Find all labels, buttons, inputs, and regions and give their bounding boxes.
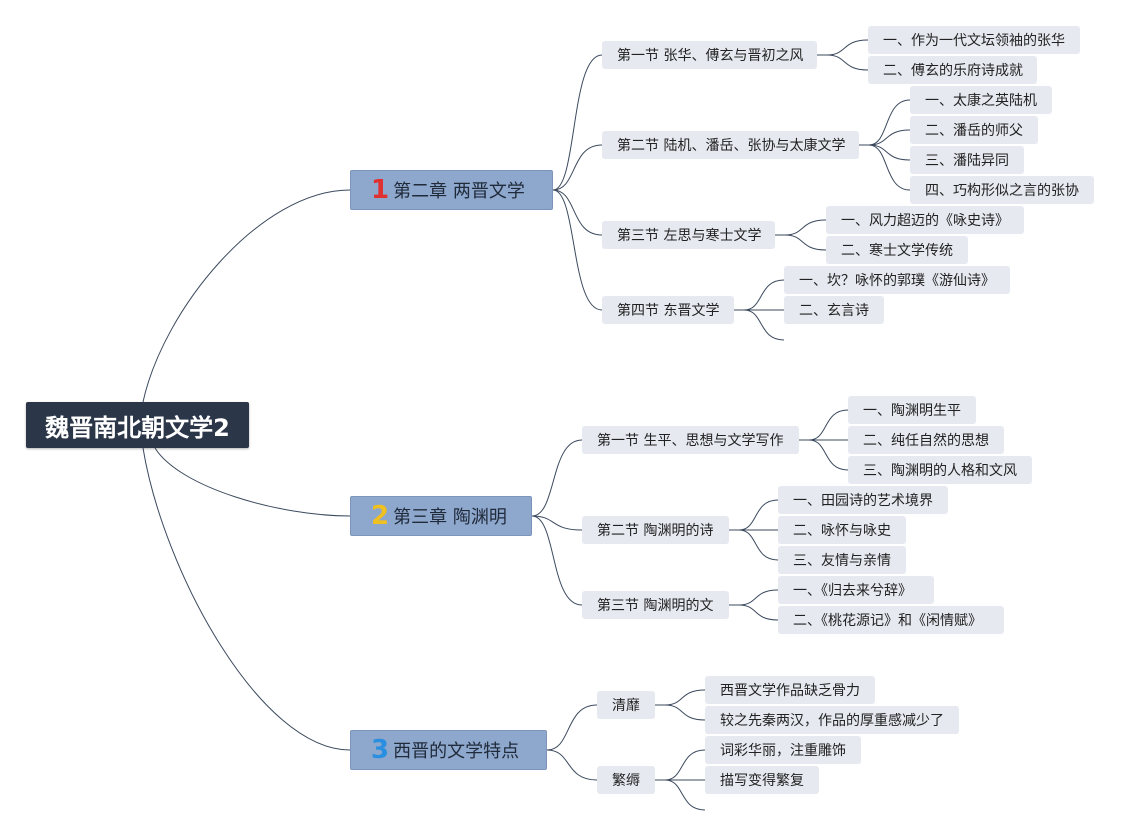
connector-root-chapter: [142, 447, 351, 751]
leaf-topic[interactable]: 二、寒士文学传统: [826, 236, 968, 264]
leaf-topic[interactable]: 一、坎？咏怀的郭璞《游仙诗》: [784, 266, 1010, 294]
leaf-topic[interactable]: 较之先秦两汉，作品的厚重感减少了: [705, 706, 959, 734]
connector-section-leaf: [664, 704, 706, 721]
connector-section-leaf: [738, 529, 779, 561]
leaf-topic[interactable]: 三、陶渊明的人格和文风: [848, 456, 1032, 484]
connector-section-leaf: [868, 144, 911, 191]
chapter-number: 2: [371, 501, 390, 531]
connector-chapter-section: [531, 439, 583, 517]
root-topic[interactable]: 魏晋南北朝文学2: [26, 402, 249, 448]
section-topic[interactable]: 繁缛: [597, 766, 655, 794]
leaf-topic[interactable]: 四、巧构形似之言的张协: [910, 176, 1094, 204]
connector-section-leaf: [826, 54, 869, 71]
section-topic[interactable]: 第四节 东晋文学: [602, 296, 734, 324]
connector-chapter-section: [552, 54, 603, 191]
connector-section-leaf: [664, 779, 706, 811]
connector-section-leaf: [664, 749, 706, 781]
section-topic[interactable]: 第二节 陶渊明的诗: [582, 516, 729, 544]
connector-section-leaf: [808, 409, 849, 441]
connector-chapter-section: [552, 189, 603, 311]
connector-section-leaf: [826, 39, 869, 56]
connector-chapter-section: [546, 704, 598, 751]
leaf-topic[interactable]: 三、潘陆异同: [910, 146, 1024, 174]
section-topic[interactable]: 第三节 陶渊明的文: [582, 591, 729, 619]
leaf-topic[interactable]: 一、作为一代文坛领袖的张华: [868, 26, 1080, 54]
section-topic[interactable]: 第一节 生平、思想与文学写作: [582, 426, 799, 454]
leaf-topic[interactable]: 词彩华丽，注重雕饰: [705, 736, 861, 764]
connector-section-leaf: [784, 234, 827, 251]
chapter-title: 第三章 陶渊明: [393, 507, 507, 528]
connector-chapter-section: [546, 749, 598, 781]
section-topic[interactable]: 清靡: [597, 691, 655, 719]
connector-section-leaf: [743, 309, 785, 341]
leaf-topic[interactable]: 二、《桃花源记》和《闲情赋》: [778, 606, 1004, 634]
section-topic[interactable]: 第三节 左思与寒士文学: [602, 221, 775, 249]
leaf-topic[interactable]: 二、纯任自然的思想: [848, 426, 1004, 454]
connector-section-leaf: [808, 439, 849, 471]
chapter-number: 3: [371, 735, 390, 765]
leaf-topic[interactable]: 一、太康之英陆机: [910, 86, 1052, 114]
leaf-topic[interactable]: 二、玄言诗: [784, 296, 884, 324]
connector-section-leaf: [743, 279, 785, 311]
connector-root-chapter: [142, 189, 351, 403]
leaf-topic[interactable]: 一、陶渊明生平: [848, 396, 976, 424]
section-topic[interactable]: 第一节 张华、傅玄与晋初之风: [602, 41, 817, 69]
connector-chapter-section: [531, 515, 583, 531]
chapter-title: 西晋的文学特点: [393, 741, 520, 762]
leaf-topic[interactable]: 二、咏怀与咏史: [778, 516, 906, 544]
connector-section-leaf: [784, 219, 827, 236]
connector-chapter-section: [552, 144, 603, 191]
leaf-topic[interactable]: 一、《归去来兮辞》: [778, 576, 934, 604]
connector-chapter-section: [531, 515, 583, 606]
chapter-title: 第二章 两晋文学: [393, 181, 525, 202]
leaf-topic[interactable]: 二、潘岳的师父: [910, 116, 1038, 144]
chapter-number: 1: [371, 175, 390, 205]
leaf-topic[interactable]: 二、傅玄的乐府诗成就: [868, 56, 1037, 84]
leaf-topic[interactable]: 一、风力超迈的《咏史诗》: [826, 206, 1024, 234]
connector-section-leaf: [664, 689, 706, 706]
connector-chapter-section: [552, 189, 603, 236]
connector-section-leaf: [868, 129, 911, 146]
leaf-topic[interactable]: 三、友情与亲情: [778, 546, 906, 574]
section-topic[interactable]: 第二节 陆机、潘岳、张协与太康文学: [602, 131, 859, 159]
leaf-topic[interactable]: 描写变得繁复: [705, 766, 819, 794]
connector-section-leaf: [738, 589, 779, 606]
connector-section-leaf: [738, 499, 779, 531]
leaf-topic[interactable]: 西晋文学作品缺乏骨力: [705, 676, 875, 704]
connector-section-leaf: [868, 99, 911, 146]
leaf-topic[interactable]: 一、田园诗的艺术境界: [778, 486, 948, 514]
connector-root-chapter: [154, 447, 351, 517]
connector-section-leaf: [738, 604, 779, 621]
